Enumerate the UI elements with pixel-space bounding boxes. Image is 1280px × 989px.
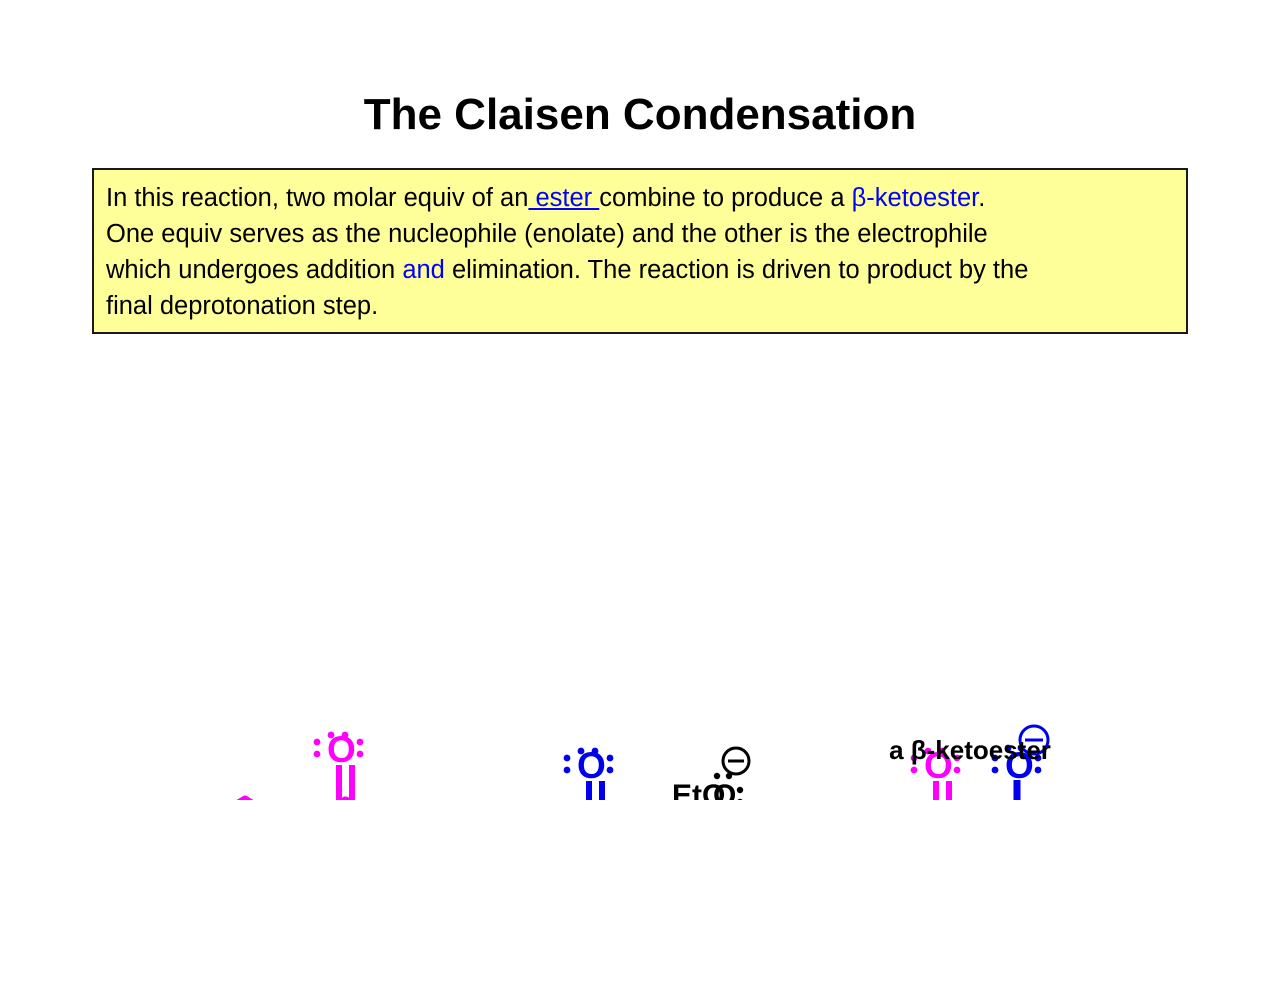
description-text-3b: elimination. The reaction is driven to p… [451, 256, 1029, 284]
bond-ethyl-chain [236, 795, 254, 800]
lone-pairs-carbonyl-oxygen-3 [910, 747, 961, 774]
intermediate-enolate: O O [910, 724, 1050, 800]
description-text-1c: . [978, 184, 986, 212]
lone-pairs-carbonyl-oxygen-2 [563, 747, 614, 774]
description-line-2: One equiv serves as the nucleophile (eno… [106, 220, 988, 248]
description-line-3: which undergoes addition and elimination… [106, 252, 1174, 288]
reagent-label-oxygen: O [713, 779, 736, 800]
description-text-1a: In this reaction, two molar equiv of an [106, 184, 529, 212]
product-caption: a β-ketoester [889, 735, 1051, 765]
reactant-ethyl-ester: O O [236, 729, 364, 800]
lone-pairs-carbonyl-oxygen [313, 731, 364, 758]
description-line-4: final deprotonation step. [106, 292, 379, 320]
page-title: The Claisen Condensation [363, 90, 917, 139]
negative-charge-ethoxide [721, 746, 751, 776]
description-text-3a: which undergoes addition [106, 256, 396, 284]
ester-link[interactable]: ester [528, 184, 600, 212]
description-line-1: In this reaction, two molar equiv of an … [106, 180, 1174, 216]
and-highlight: and [402, 256, 445, 284]
lone-pairs-ethoxide-oxygen [713, 772, 744, 800]
reagent-arrow-group: EtO O [672, 746, 751, 800]
description-text-1b: combine to produce a [599, 184, 845, 212]
reaction-scheme: O O [0, 350, 1280, 800]
reagent-label-eto: EtO [672, 779, 725, 800]
reactant-ethyl-acetate: O O [563, 745, 614, 800]
ketoester-highlight: β-ketoester [851, 184, 979, 212]
negative-charge-enolate [1018, 724, 1050, 756]
plus-sign: + [412, 790, 437, 800]
description-box: In this reaction, two molar equiv of an … [92, 168, 1188, 334]
